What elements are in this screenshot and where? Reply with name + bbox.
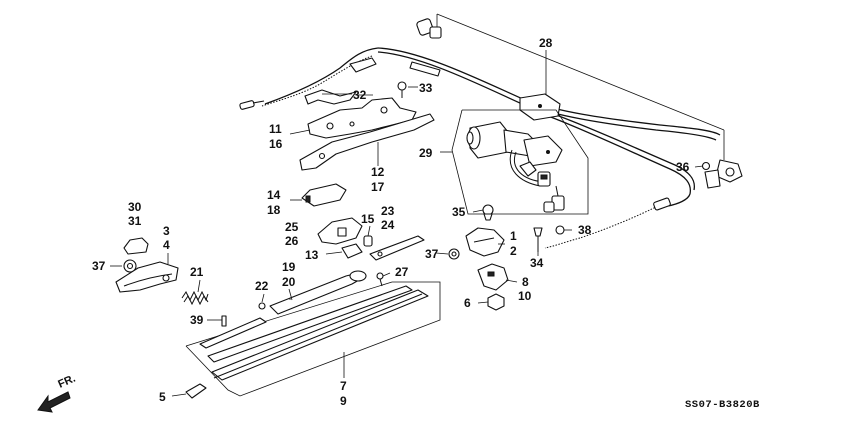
callout-17: 17 (371, 180, 385, 194)
part-22-screw (258, 302, 266, 310)
callout-22: 22 (255, 279, 269, 293)
part-33-screw (397, 81, 418, 98)
callout-34: 34 (530, 256, 544, 270)
callout-33: 33 (419, 81, 433, 95)
callout-2: 2 (510, 244, 517, 258)
callout-20: 20 (282, 275, 296, 289)
part-1-2-bracket (465, 227, 505, 257)
part-38-clip (555, 225, 565, 235)
callout-6: 6 (464, 296, 471, 310)
callout-18: 18 (267, 203, 281, 217)
part-23-24-link-plate (369, 235, 425, 261)
part-12-17-side-rail (299, 113, 435, 171)
diagram-code: SS07-B3820B (685, 399, 760, 411)
callout-16: 16 (269, 137, 283, 151)
callout-13: 13 (305, 248, 319, 262)
callout-31: 31 (128, 214, 142, 228)
part-15-pin (363, 235, 373, 247)
part-39-pin (221, 315, 227, 327)
part-8-10-bracket (477, 263, 509, 291)
callout-37-center: 37 (425, 247, 439, 261)
part-34-screw (533, 227, 543, 252)
motor-relay (543, 185, 565, 213)
cable-end-left (239, 100, 265, 110)
callout-27: 27 (395, 265, 409, 279)
part-32-bracket (304, 89, 357, 105)
part-11-16-front-bracket (289, 97, 417, 139)
callout-12: 12 (371, 165, 385, 179)
callout-1: 1 (510, 229, 517, 243)
callout-8: 8 (522, 275, 529, 289)
callout-26: 26 (285, 234, 299, 248)
cable-end-lower (653, 197, 671, 211)
part-30-31-cap (123, 237, 149, 255)
cable-end-cap-top (416, 18, 442, 39)
part-37-nut-left (110, 259, 137, 273)
part-6-nut (487, 293, 505, 311)
part-14-18-slide-clip (290, 183, 347, 207)
callout-38: 38 (578, 223, 592, 237)
callout-23: 23 (381, 204, 395, 218)
callout-37-left: 37 (92, 259, 106, 273)
callout-5: 5 (159, 390, 166, 404)
sunroof-motor-assembly (440, 109, 589, 215)
cable-junction-block (519, 93, 561, 121)
callout-10: 10 (518, 289, 532, 303)
drive-cable-assembly (239, 13, 743, 249)
part-35-bolt (482, 204, 494, 221)
callout-35: 35 (452, 205, 466, 219)
callout-14: 14 (267, 188, 281, 202)
part-21-spring (181, 290, 209, 306)
part-37-nut-center (448, 248, 460, 260)
part-13-block (325, 243, 363, 259)
callout-3: 3 (163, 224, 170, 238)
part-5-end-cap (171, 383, 207, 399)
callout-25: 25 (285, 220, 299, 234)
part-3-4-guide-arm (115, 261, 179, 293)
callout-30: 30 (128, 200, 142, 214)
callout-11: 11 (269, 122, 282, 136)
callout-24: 24 (381, 218, 395, 232)
part-7-9-guide-rail (185, 281, 441, 397)
callout-29: 29 (419, 146, 433, 160)
callout-39: 39 (190, 313, 204, 327)
callout-4: 4 (163, 238, 170, 252)
callout-36: 36 (676, 160, 690, 174)
callout-7: 7 (340, 379, 347, 393)
part-27-screw (376, 272, 384, 287)
fr-label: FR. (56, 373, 77, 391)
front-direction-arrow: FR. (37, 373, 77, 413)
motor-body (466, 121, 563, 167)
motor-connector (537, 171, 551, 187)
callout-28: 28 (539, 36, 553, 50)
callout-21: 21 (190, 265, 204, 279)
part-36-screw (701, 161, 711, 171)
part-19-20-slide-bar (269, 270, 367, 315)
callout-15: 15 (361, 212, 375, 226)
callout-19: 19 (282, 260, 296, 274)
part-25-26-slider (317, 217, 363, 245)
callout-9: 9 (340, 394, 347, 408)
cable-end-cap-right (704, 130, 743, 189)
